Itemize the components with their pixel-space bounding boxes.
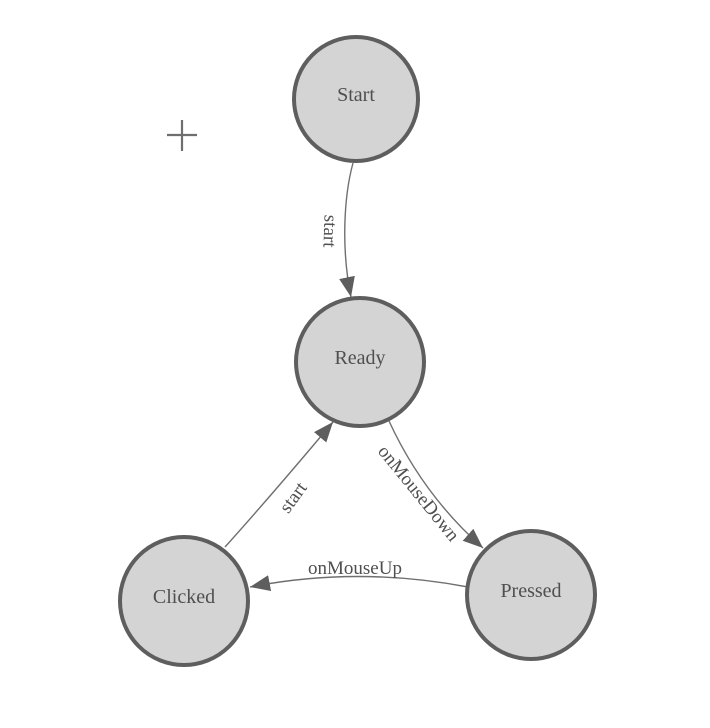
- state-label-pressed: Pressed: [500, 580, 561, 602]
- transition-label-ready-to-pressed: onMouseDown: [373, 441, 463, 546]
- state-label-ready: Ready: [334, 347, 385, 369]
- state-node-start[interactable]: Start: [292, 35, 420, 163]
- state-node-ready[interactable]: Ready: [294, 296, 426, 428]
- transition-clicked-to-ready[interactable]: [224, 421, 334, 548]
- state-node-pressed[interactable]: Pressed: [465, 529, 597, 661]
- state-label-clicked: Clicked: [153, 586, 215, 608]
- transition-pressed-to-clicked[interactable]: [249, 575, 469, 592]
- transition-start-to-ready[interactable]: [339, 162, 355, 298]
- transition-ready-to-pressed[interactable]: [388, 420, 484, 549]
- state-circle-clicked[interactable]: [118, 535, 250, 667]
- state-circle-pressed[interactable]: [465, 529, 597, 661]
- transition-label-pressed-to-clicked: onMouseUp: [308, 558, 402, 579]
- state-circle-start[interactable]: [292, 35, 420, 163]
- state-label-start: Start: [337, 84, 375, 106]
- transition-label-start-to-ready: start: [318, 214, 340, 248]
- state-circle-ready[interactable]: [294, 296, 426, 428]
- state-node-clicked[interactable]: Clicked: [118, 535, 250, 667]
- plus-icon[interactable]: [167, 120, 197, 151]
